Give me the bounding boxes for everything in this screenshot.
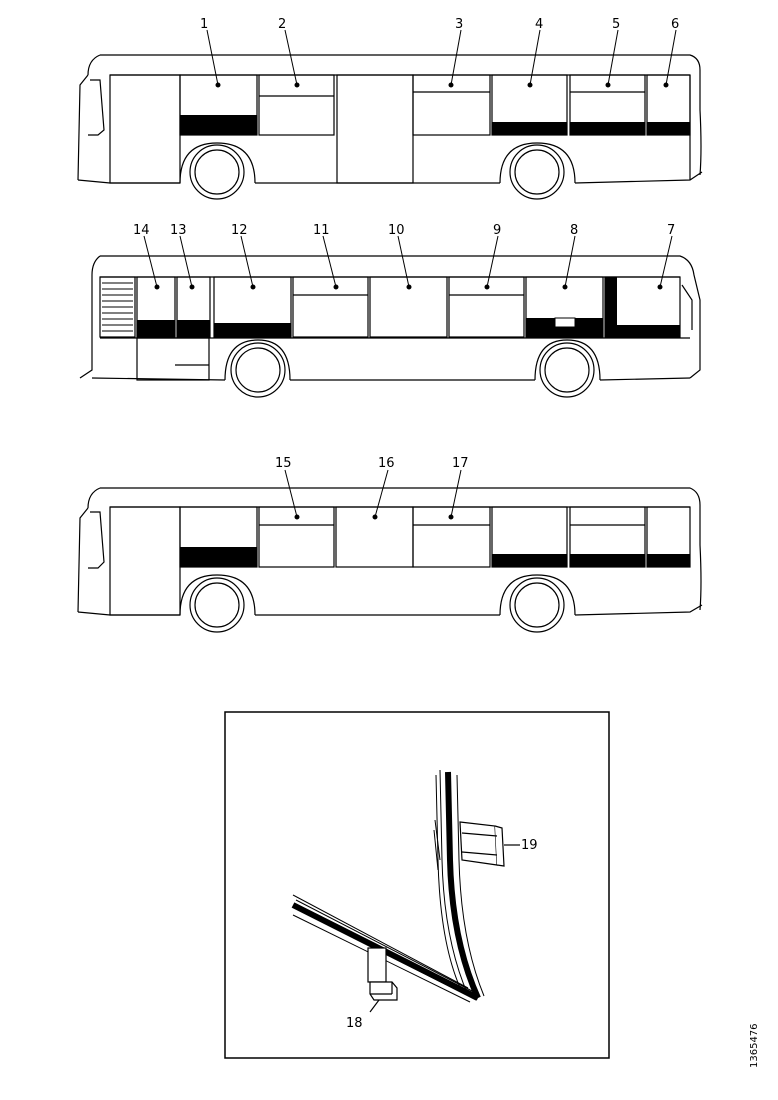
callout-14: 14 [133,223,150,238]
callout-15: 15 [275,456,292,471]
bus-middle-grille-lines [102,282,133,332]
bus-bottom-dark-strips [180,547,690,567]
callout-9: 9 [493,223,501,238]
bus-middle-dark-parts [137,277,680,338]
callout-10: 10 [388,223,405,238]
callout-leaders [143,29,677,520]
callout-18: 18 [346,1016,363,1031]
bus-top-wheels [189,144,565,200]
detail-frame [224,711,610,1059]
callout-11: 11 [313,223,330,238]
callout-2: 2 [278,17,286,32]
callout-6: 6 [671,17,679,32]
figure-reference-number: 1365476 [749,1023,760,1068]
callout-7: 7 [667,223,675,238]
bus-middle-wheels [230,342,595,398]
bus-side-view-bottom [77,487,703,616]
bus-top-dark-strips [180,115,690,135]
callout-3: 3 [455,17,463,32]
callout-17: 17 [452,456,469,471]
window-seal-profile [291,769,485,1003]
block-part-18 [367,947,398,1013]
callout-13: 13 [170,223,187,238]
callout-5: 5 [612,17,620,32]
clip-part-19 [459,821,520,867]
callout-labels: 1 2 3 4 5 6 14 13 12 11 10 9 8 7 15 16 1… [133,17,679,471]
callout-4: 4 [535,17,543,32]
callout-16: 16 [378,456,395,471]
bus-side-view-top [77,54,703,184]
callout-8: 8 [570,223,578,238]
window-8-vent [554,317,576,328]
bus-side-view-middle [79,255,701,381]
callout-19: 19 [521,838,538,853]
callout-1: 1 [200,17,208,32]
bus-bottom-wheels [189,577,565,633]
callout-12: 12 [231,223,248,238]
